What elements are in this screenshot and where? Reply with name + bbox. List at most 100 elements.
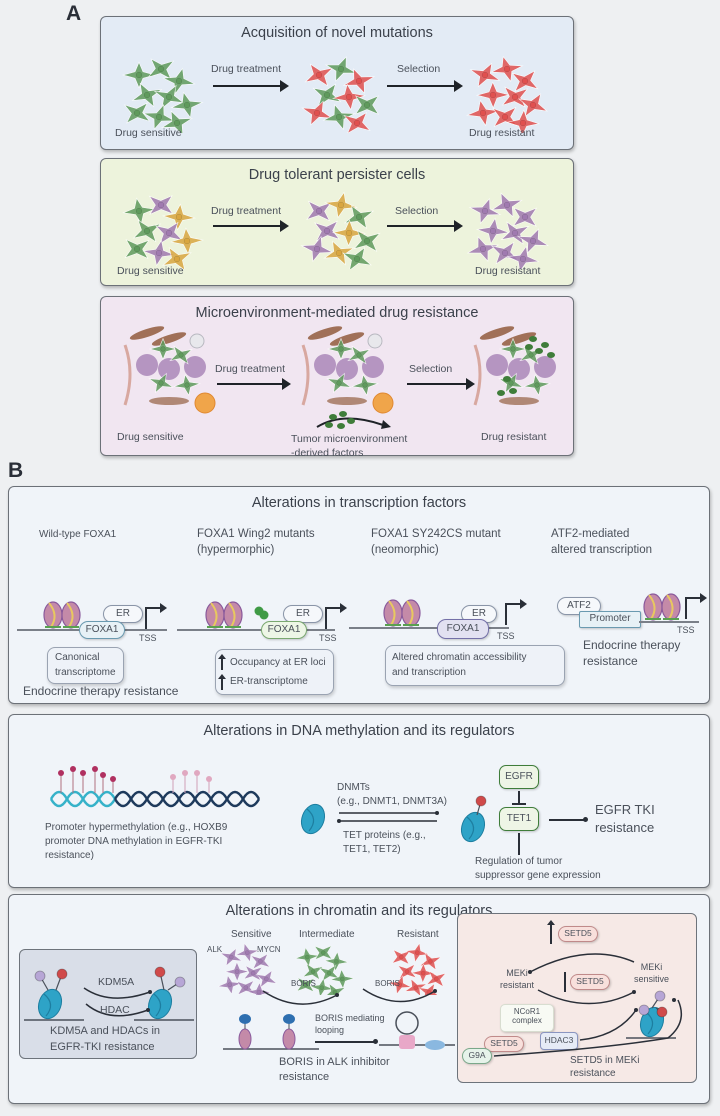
box-persister-cells: Drug tolerant persister cells Drug sensi…: [100, 158, 574, 286]
cell-icon: [121, 61, 157, 89]
sensitive-label: Sensitive: [231, 929, 272, 940]
fibroblast-icon: [329, 332, 365, 346]
dna-strand: [639, 621, 699, 623]
label-line: NCoR1: [513, 1007, 541, 1016]
tet1-down-line: [518, 833, 520, 855]
callout-line: Canonical: [55, 652, 100, 663]
vessel-icon: [473, 344, 482, 406]
boris-label-1: BORIS: [291, 979, 316, 988]
box-title: Drug tolerant persister cells: [248, 167, 426, 183]
cell-icon: [250, 953, 271, 970]
vesicle-icon: [367, 333, 383, 349]
tet1-badge: TET1: [499, 807, 539, 831]
hdac-label: HDAC: [100, 1004, 130, 1016]
dna-strand: [349, 627, 509, 629]
selection-label: Selection: [409, 363, 453, 375]
promoter-hypermethylation-caption: Promoter hypermethylation (e.g., HOXB9 p…: [45, 821, 227, 863]
factor-icon: [541, 342, 549, 348]
up-arrow-icon: [218, 654, 226, 670]
drug-sensitive-label: Drug sensitive: [117, 265, 184, 277]
drug-treatment-label: Drug treatment: [211, 205, 282, 217]
cell-icon: [306, 200, 332, 222]
label-line: sensitive: [634, 973, 670, 984]
tss-label: TSS: [319, 633, 337, 643]
boris-looping-label: BORIS mediating looping: [315, 1013, 385, 1036]
title-line: ATF2-mediated: [551, 528, 630, 540]
cell-icon: [475, 81, 511, 109]
inhibition-line: [518, 791, 520, 805]
macrophage-icon: [372, 392, 394, 414]
cell-icon: [324, 191, 358, 219]
methylated-nucleosome-icon: [460, 795, 487, 843]
label-line: -derived factors: [291, 446, 364, 459]
setd5-complex-badge: SETD5: [484, 1036, 524, 1052]
cell-icon: [331, 219, 367, 247]
cell-icon: [500, 221, 530, 245]
immune-cell-icon: [136, 354, 158, 376]
sensitive-cell-cluster: [217, 943, 278, 995]
tet1-to-resistance-arrow: [549, 819, 585, 821]
wing2-title: FOXA1 Wing2 mutants (hypermorphic): [197, 527, 315, 558]
cell-icon: [506, 245, 540, 269]
cell-icon: [142, 104, 176, 130]
tss-arrow-icon: [325, 603, 347, 629]
cell-icon: [147, 58, 175, 80]
tumor-microenvironment-sensitive: [123, 326, 216, 414]
setd5-caption: SETD5 in MEKi resistance: [570, 1054, 639, 1080]
factor-icon: [509, 388, 517, 394]
cell-icon: [296, 977, 315, 993]
er-badge: ER: [103, 605, 143, 623]
setd5-up-badge: SETD5: [558, 926, 598, 942]
cell-icon: [419, 952, 442, 971]
cell-icon: [343, 204, 375, 230]
canonical-transcriptome-callout: Canonical transcriptome: [47, 647, 124, 684]
factor-icon: [547, 352, 555, 358]
up-arrow-icon: [547, 920, 555, 944]
cell-icon: [475, 217, 511, 245]
setd5-down-badge: SETD5: [570, 974, 610, 990]
cell-icon: [347, 345, 371, 365]
box-title: Acquisition of novel mutations: [241, 25, 433, 41]
selection-arrow: [387, 220, 463, 232]
cell-icon: [518, 93, 548, 117]
callout-line: Altered chromatin accessibility: [392, 652, 527, 663]
cell-icon: [426, 970, 447, 987]
cell-icon: [516, 228, 550, 254]
nucleosome-icon: [300, 803, 326, 835]
intermediate-cell-cluster: [294, 945, 355, 995]
label-line: Endocrine therapy: [583, 638, 681, 652]
intermediate-label: Intermediate: [299, 929, 355, 940]
cell-icon: [294, 947, 320, 967]
title-line: (neomorphic): [371, 543, 439, 556]
looping-arrow: [315, 1041, 375, 1043]
cell-icon: [469, 62, 501, 88]
up-arrow-icon: [218, 674, 226, 690]
tss-label: TSS: [677, 625, 695, 635]
meki-sensitive-label: MEKi sensitive: [634, 962, 669, 985]
cell-icon: [522, 373, 552, 397]
arrow-head: [373, 1039, 378, 1044]
cell-icon: [169, 345, 193, 365]
cell-icon: [350, 373, 380, 397]
meki-cycle-arrows-icon: [528, 953, 636, 1005]
cell-icon: [331, 83, 367, 111]
cell-icon: [323, 240, 355, 266]
title-line: FOXA1 SY242CS mutant: [371, 528, 501, 540]
setd5-complex-arrows-icon: [493, 998, 683, 1057]
cell-icon: [132, 219, 162, 243]
box-transcription-factors: Alterations in transcription factors Wil…: [8, 486, 710, 704]
immune-cell-icon: [508, 358, 530, 380]
label-line: resistant: [500, 979, 535, 990]
resistant-label: Resistant: [397, 929, 439, 940]
cell-icon: [161, 110, 193, 133]
cell-icon: [498, 337, 528, 361]
ncor1-complex-badge: NCoR1 complex: [500, 1004, 554, 1032]
cell-cluster-resistant: [466, 55, 548, 133]
cell-icon: [490, 55, 524, 83]
cell-icon: [323, 951, 349, 972]
immune-cell-icon: [314, 354, 336, 376]
label-line: DNMTs: [337, 782, 370, 793]
cell-icon: [148, 337, 178, 361]
endocrine-resistance-label: Endocrine therapy resistance: [583, 637, 680, 669]
cell-icon: [172, 373, 202, 397]
